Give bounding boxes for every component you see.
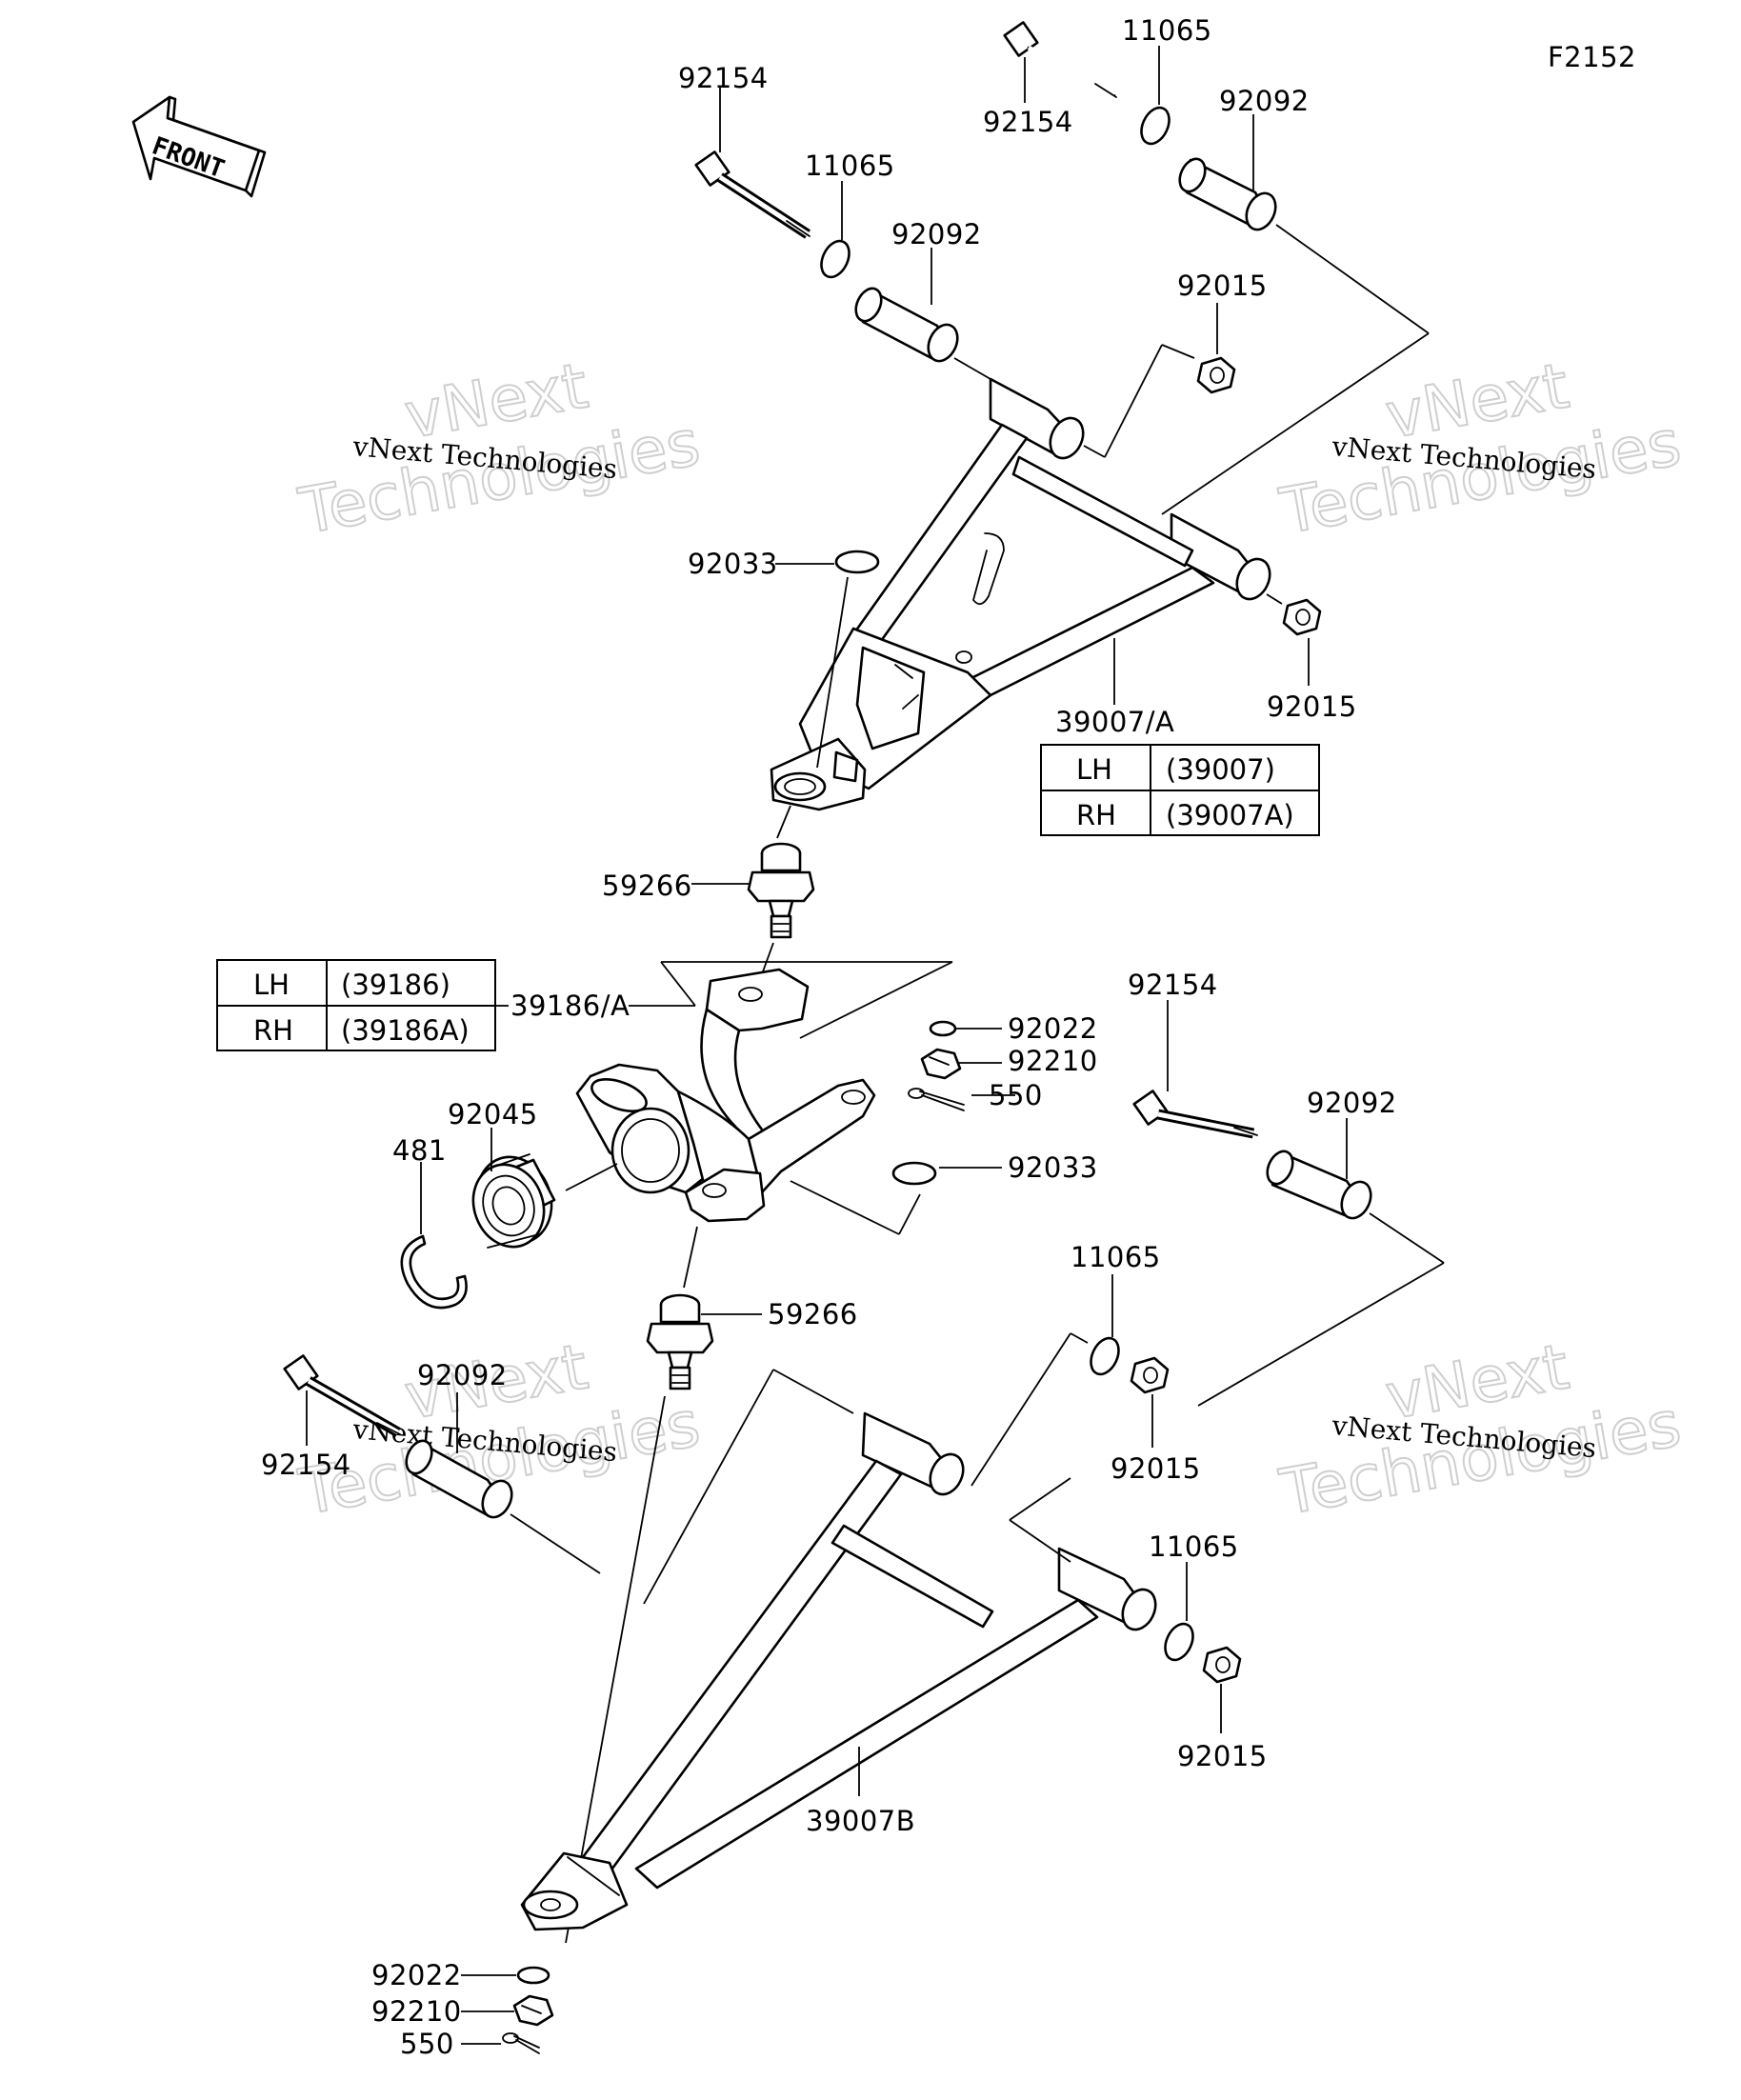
lower-bushing-icon xyxy=(405,1439,513,1519)
label-lower-nut-top: 92015 xyxy=(1111,1452,1201,1485)
label-upper-nut-bottom: 92015 xyxy=(1267,690,1357,723)
label-lower-bushing: 92092 xyxy=(417,1359,508,1391)
arm-table-lh-side: LH xyxy=(1076,753,1112,786)
upper-bushing-left-icon xyxy=(854,287,959,363)
label-upper-circlip: 92033 xyxy=(688,548,778,580)
knuckle-table-rh-side: RH xyxy=(253,1014,293,1047)
wheel-bearing-icon xyxy=(471,1153,556,1249)
label-upper-bolt-left: 92154 xyxy=(678,62,769,94)
label-upper-arm: 39007/A xyxy=(1055,706,1174,738)
label-bottom-nut: 92210 xyxy=(371,1995,462,2028)
knuckle-table-rh-part: (39186A) xyxy=(341,1014,470,1047)
knuckle-table-lh-part: (39186) xyxy=(341,969,450,1001)
label-knuckle-pin: 550 xyxy=(989,1079,1043,1111)
mid-bolt-icon xyxy=(1132,1090,1258,1139)
label-bearing: 92045 xyxy=(448,1098,538,1130)
lower-washer-right-icon xyxy=(1164,1622,1194,1662)
knuckle-circlip-icon xyxy=(891,1161,937,1186)
label-lower-arm: 39007B xyxy=(806,1805,915,1837)
knuckle-side-table: LH (39186) RH (39186A) xyxy=(216,959,496,1051)
label-mid-bolt: 92154 xyxy=(1128,969,1218,1001)
bottom-nut-icon xyxy=(512,1994,554,2027)
label-upper-nut-top: 92015 xyxy=(1177,270,1268,302)
front-arrow-icon: FRONT xyxy=(131,95,267,198)
label-lower-washer-right: 11065 xyxy=(1149,1530,1239,1563)
upper-nut-top-icon xyxy=(1196,356,1236,394)
label-lower-nut-right: 92015 xyxy=(1177,1740,1268,1772)
bottom-washer-icon xyxy=(516,1966,550,1985)
label-bottom-washer: 92022 xyxy=(371,1959,462,1991)
lower-a-arm-icon xyxy=(520,1411,1157,1931)
label-mid-bushing: 92092 xyxy=(1307,1087,1397,1119)
figure-code: F2152 xyxy=(1548,41,1636,73)
bottom-cotter-pin-icon xyxy=(502,2032,540,2054)
upper-washer-right-icon xyxy=(1140,106,1171,146)
watermark-right-bottom: vNext Technologies vNext Technologies xyxy=(1273,1329,1687,1530)
label-lower-washer-top: 11065 xyxy=(1071,1241,1161,1273)
upper-circlip-icon xyxy=(834,550,880,574)
upper-ball-joint-icon xyxy=(747,805,815,939)
upper-bolt-right-icon xyxy=(1003,21,1117,98)
watermark-left-top: vNext Technologies vNext Technologies xyxy=(292,348,706,549)
arm-side-table: LH (39007) RH (39007A) xyxy=(1040,744,1320,836)
label-upper-bushing-right: 92092 xyxy=(1219,85,1310,117)
lower-nut-top-icon xyxy=(1130,1356,1170,1394)
upper-nut-bottom-icon xyxy=(1282,598,1322,636)
label-knuckle-washer: 92022 xyxy=(1008,1012,1098,1045)
arm-table-rh-side: RH xyxy=(1076,799,1116,831)
label-snap-ring: 481 xyxy=(392,1134,447,1167)
upper-bushing-right-icon xyxy=(1178,157,1277,231)
upper-bolt-left-icon xyxy=(694,150,811,239)
label-upper-bushing-left: 92092 xyxy=(891,218,982,250)
lower-washer-top-icon xyxy=(1090,1336,1120,1376)
lower-bolt-icon xyxy=(283,1354,401,1437)
label-upper-balljoint: 59266 xyxy=(602,870,692,902)
label-knuckle-circlip: 92033 xyxy=(1008,1151,1098,1184)
label-upper-washer-right: 11065 xyxy=(1122,14,1212,47)
mid-bushing-icon xyxy=(1266,1150,1372,1220)
label-lower-bolt: 92154 xyxy=(261,1449,351,1481)
watermark-right-top: vNext Technologies vNext Technologies xyxy=(1273,348,1687,549)
label-bottom-pin: 550 xyxy=(400,2028,454,2060)
upper-a-arm-icon xyxy=(770,377,1271,811)
lower-nut-right-icon xyxy=(1202,1646,1242,1684)
arm-table-lh-part: (39007) xyxy=(1166,753,1275,786)
lower-ball-joint-icon xyxy=(646,1293,714,1390)
label-upper-bolt-right: 92154 xyxy=(983,106,1073,138)
knuckle-washer-icon xyxy=(929,1020,957,1037)
snap-ring-icon xyxy=(400,1234,468,1310)
label-knuckle: 39186/A xyxy=(510,990,630,1022)
steering-knuckle-icon xyxy=(575,968,876,1223)
label-upper-washer-left: 11065 xyxy=(805,150,895,182)
knuckle-table-lh-side: LH xyxy=(253,969,290,1001)
knuckle-cotter-pin-icon xyxy=(908,1088,965,1111)
label-lower-balljoint: 59266 xyxy=(768,1298,858,1330)
label-knuckle-nut: 92210 xyxy=(1008,1045,1098,1077)
knuckle-nut-icon xyxy=(920,1048,962,1080)
upper-washer-left-icon xyxy=(820,239,850,279)
arm-table-rh-part: (39007A) xyxy=(1166,799,1294,831)
